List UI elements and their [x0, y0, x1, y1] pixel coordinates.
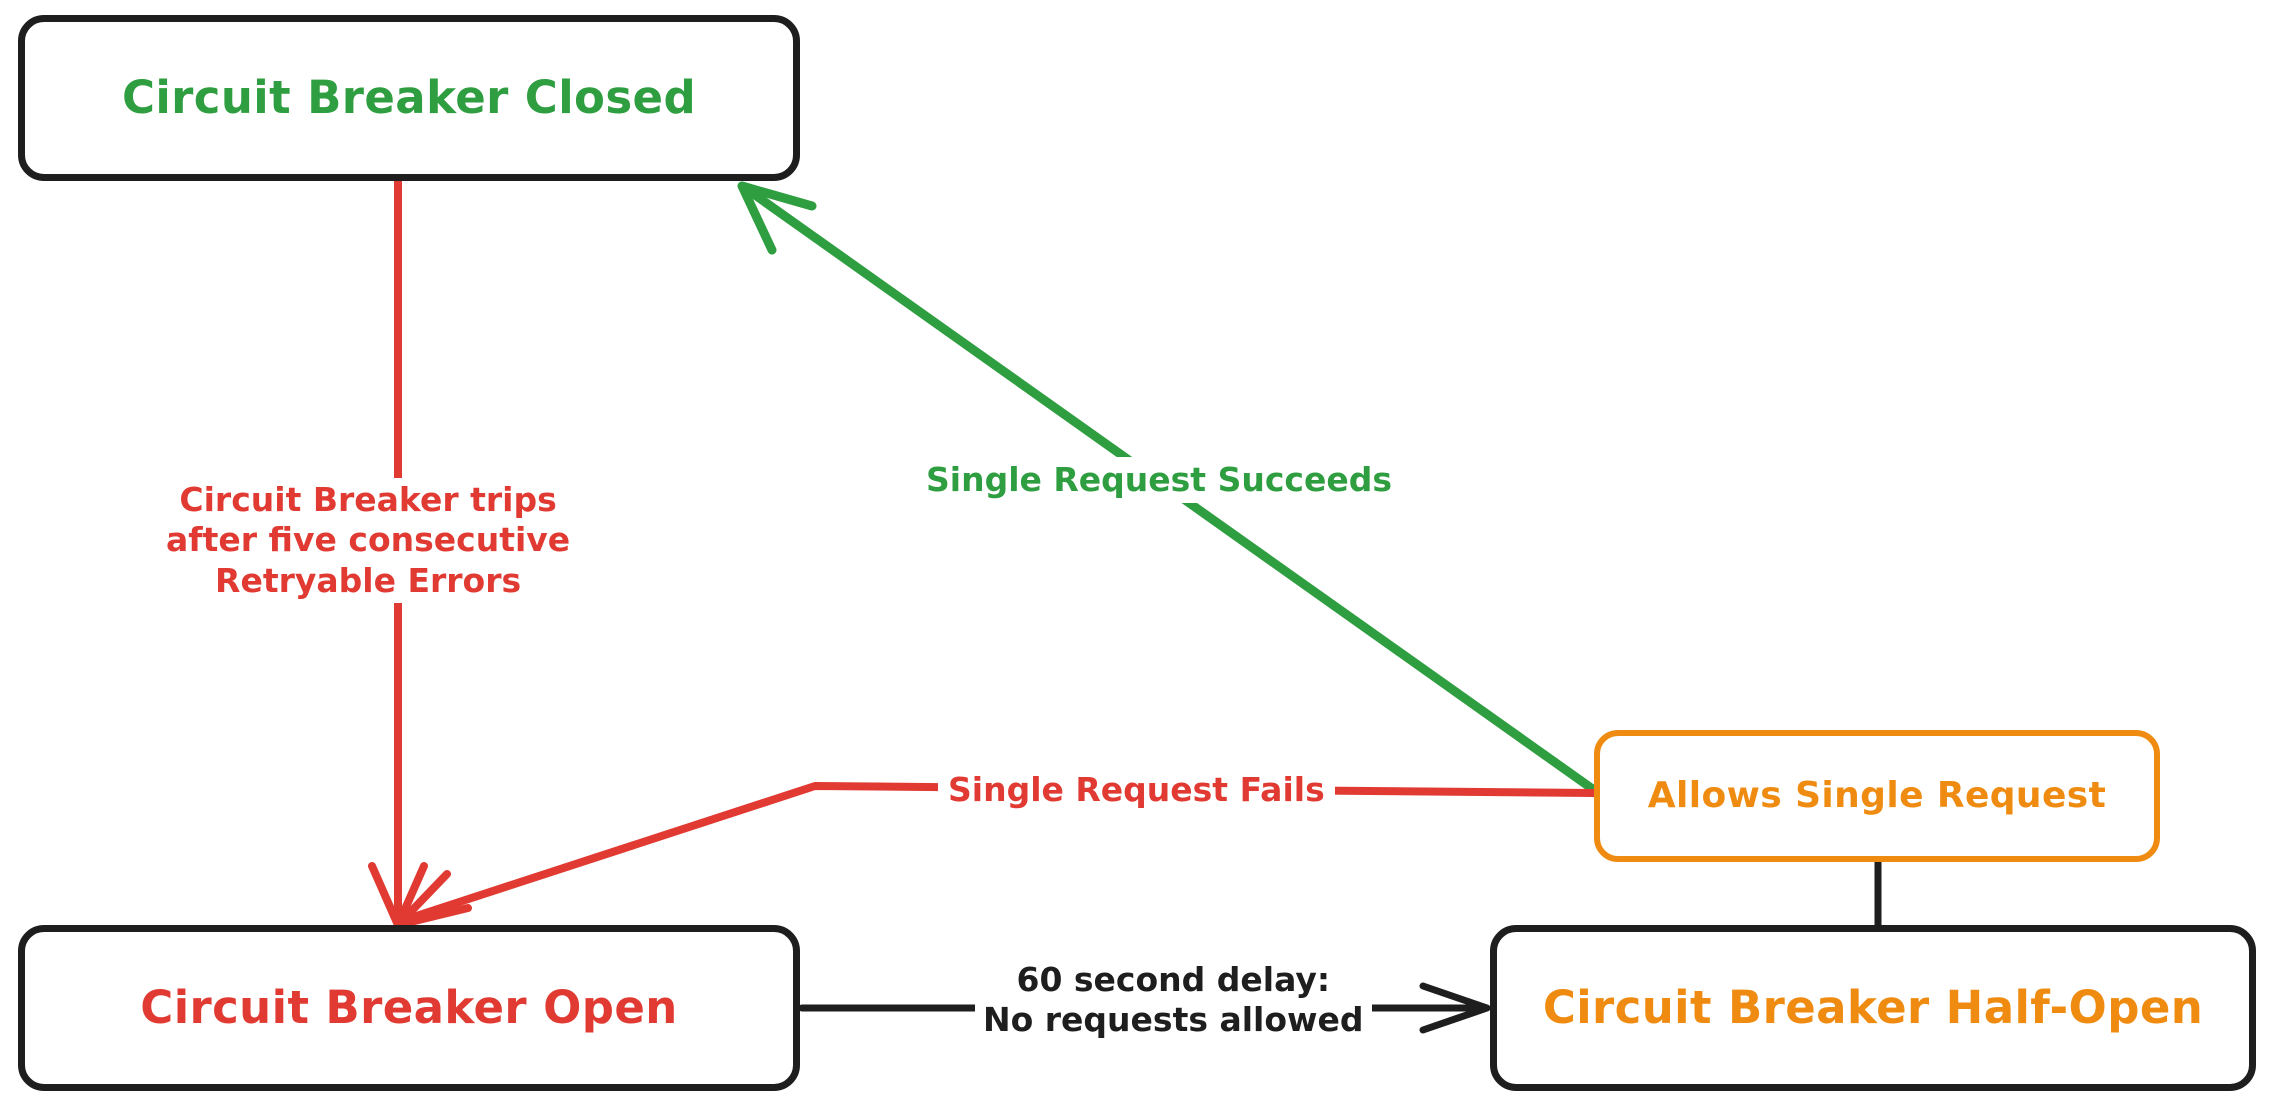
edge-label-allows-to-closed: Single Request Succeeds: [916, 457, 1402, 504]
node-label-circuit-breaker-open: Circuit Breaker Open: [140, 981, 678, 1035]
edge-label-line-2: No requests allowed: [983, 1000, 1364, 1040]
edge-label-line-1: 60 second delay:: [1016, 960, 1331, 999]
node-circuit-breaker-half-open[interactable]: Circuit Breaker Half-Open: [1490, 925, 2256, 1091]
node-label-allows-single-request: Allows Single Request: [1647, 775, 2107, 817]
node-allows-single-request[interactable]: Allows Single Request: [1594, 730, 2160, 862]
edge-label-open-to-half-open: 60 second delay: No requests allowed: [975, 958, 1372, 1043]
node-circuit-breaker-closed[interactable]: Circuit Breaker Closed: [18, 15, 800, 181]
edge-label-line-2: after five consecutive: [166, 520, 571, 560]
node-label-circuit-breaker-half-open: Circuit Breaker Half-Open: [1542, 981, 2204, 1035]
edge-label-line-3: Retryable Errors: [215, 560, 522, 600]
node-label-circuit-breaker-closed: Circuit Breaker Closed: [121, 71, 697, 125]
edge-label-closed-to-open: Circuit Breaker trips after five consecu…: [160, 478, 577, 603]
node-circuit-breaker-open[interactable]: Circuit Breaker Open: [18, 925, 800, 1091]
edge-label-line-1: Circuit Breaker trips: [179, 480, 557, 519]
edge-label-allows-to-open: Single Request Fails: [938, 767, 1335, 814]
